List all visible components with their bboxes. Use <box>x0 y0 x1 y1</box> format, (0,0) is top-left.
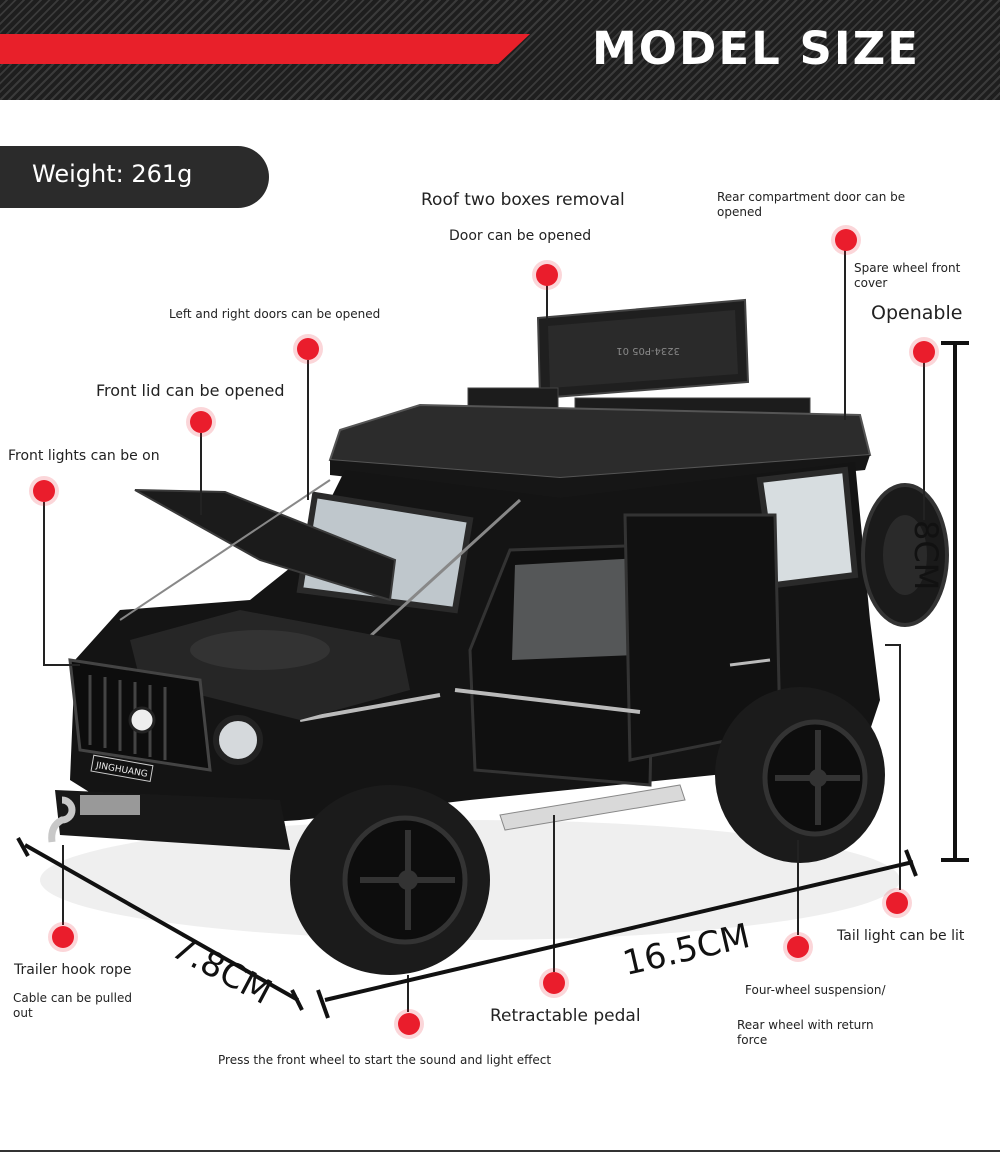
marker-dot-rear-compartment <box>835 229 857 251</box>
label-front-lights: Front lights can be on <box>8 448 160 464</box>
label-openable: Openable <box>871 302 963 324</box>
label-spare-wheel: Spare wheel front cover <box>854 261 961 290</box>
car-body <box>70 462 880 830</box>
marker-dot-doors <box>297 338 319 360</box>
marker-dot-roof <box>536 264 558 286</box>
box-code: 3234-P05 01 <box>616 345 680 356</box>
label-cable: Cable can be pulled out <box>13 991 132 1020</box>
marker-dot-suspension <box>787 936 809 958</box>
marker-dot-tail-light <box>886 892 908 914</box>
side-step <box>499 784 686 831</box>
footer-divider <box>0 1150 1000 1152</box>
label-left-right-doors: Left and right doors can be opened <box>169 307 381 321</box>
label-tail-light: Tail light can be lit <box>837 928 965 944</box>
red-accent-stripe <box>0 34 530 64</box>
marker-dot-pedal <box>543 972 565 994</box>
marker-dot-trailer-hook <box>52 926 74 948</box>
weight-badge: Weight: 261g <box>0 146 269 208</box>
marker-dot-front-wheel <box>398 1013 420 1035</box>
label-front-lid: Front lid can be opened <box>96 381 285 400</box>
label-retractable-pedal: Retractable pedal <box>490 1006 641 1026</box>
marker-dot-openable <box>913 341 935 363</box>
label-rear-compartment: Rear compartment door can be opened <box>717 190 906 219</box>
label-roof-boxes: Roof two boxes removal <box>421 190 625 210</box>
header-banner: MODEL SIZE <box>0 0 1000 100</box>
leader-lines <box>43 250 925 1012</box>
dimension-lines <box>16 341 969 1019</box>
marker-dot-front-lights <box>33 480 55 502</box>
label-rear-wheel: Rear wheel with return force <box>737 1018 874 1047</box>
front-grille: JINGHUANG <box>55 658 290 850</box>
label-trailer-hook: Trailer hook rope <box>14 962 132 978</box>
hood <box>119 479 522 702</box>
page-title: MODEL SIZE <box>592 22 920 75</box>
marker-dot-front-lid <box>190 411 212 433</box>
weight-label: Weight: 261g <box>32 160 193 188</box>
front-wheel <box>290 785 490 975</box>
spare-wheel <box>861 483 949 627</box>
label-door-opened: Door can be opened <box>449 228 592 244</box>
rear-wheel <box>715 687 885 863</box>
tow-hook <box>48 796 76 843</box>
label-suspension: Four-wheel suspension/ <box>745 983 886 997</box>
dimension-height: 8CM <box>907 520 945 591</box>
label-front-wheel: Press the front wheel to start the sound… <box>218 1053 552 1067</box>
